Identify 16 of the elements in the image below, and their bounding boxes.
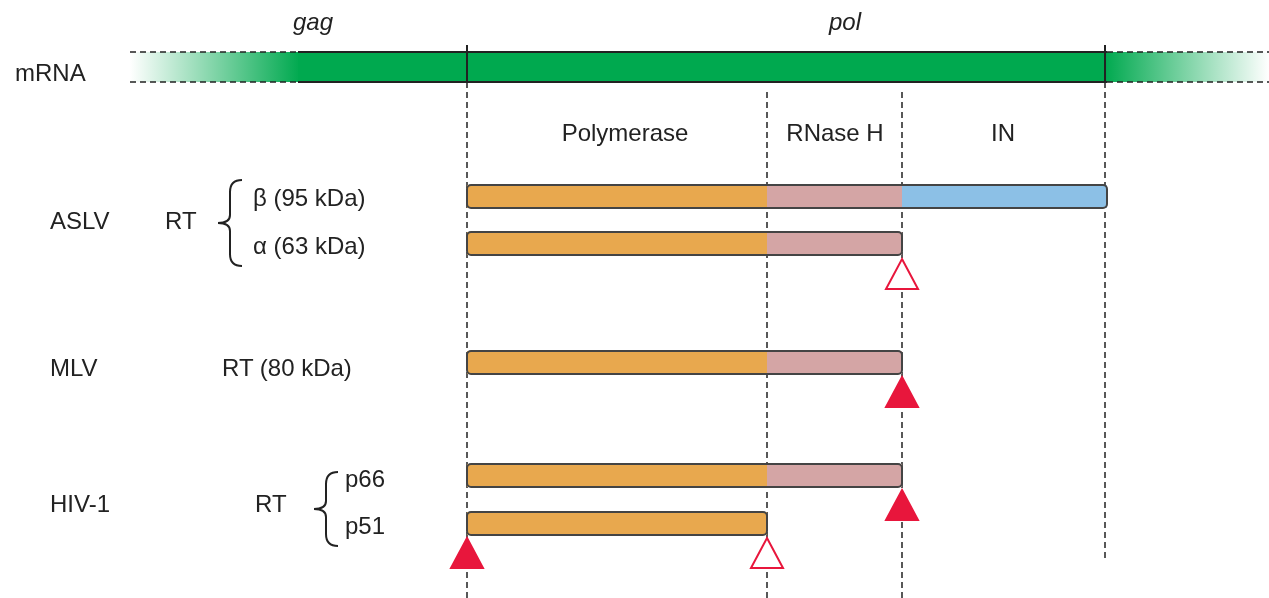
text-label: mRNA: [15, 61, 86, 85]
text-label: RT (80 kDa): [222, 356, 352, 380]
text-label: IN: [991, 121, 1015, 145]
text-label: HIV-1: [50, 492, 111, 516]
gene-label: pol: [829, 10, 861, 34]
text-label: RT: [165, 209, 197, 233]
text-label: RNase H: [786, 121, 884, 145]
text-label: MLV: [50, 356, 98, 380]
text-label: α (63 kDa): [253, 234, 366, 258]
gene-label: gag: [293, 10, 333, 34]
text-label: Polymerase: [561, 121, 689, 145]
text-label: RT: [255, 492, 287, 516]
text-label: p66: [345, 467, 386, 491]
text-label: β (95 kDa): [253, 186, 366, 210]
text-label: ASLV: [50, 209, 110, 233]
text-label: p51: [345, 514, 386, 538]
